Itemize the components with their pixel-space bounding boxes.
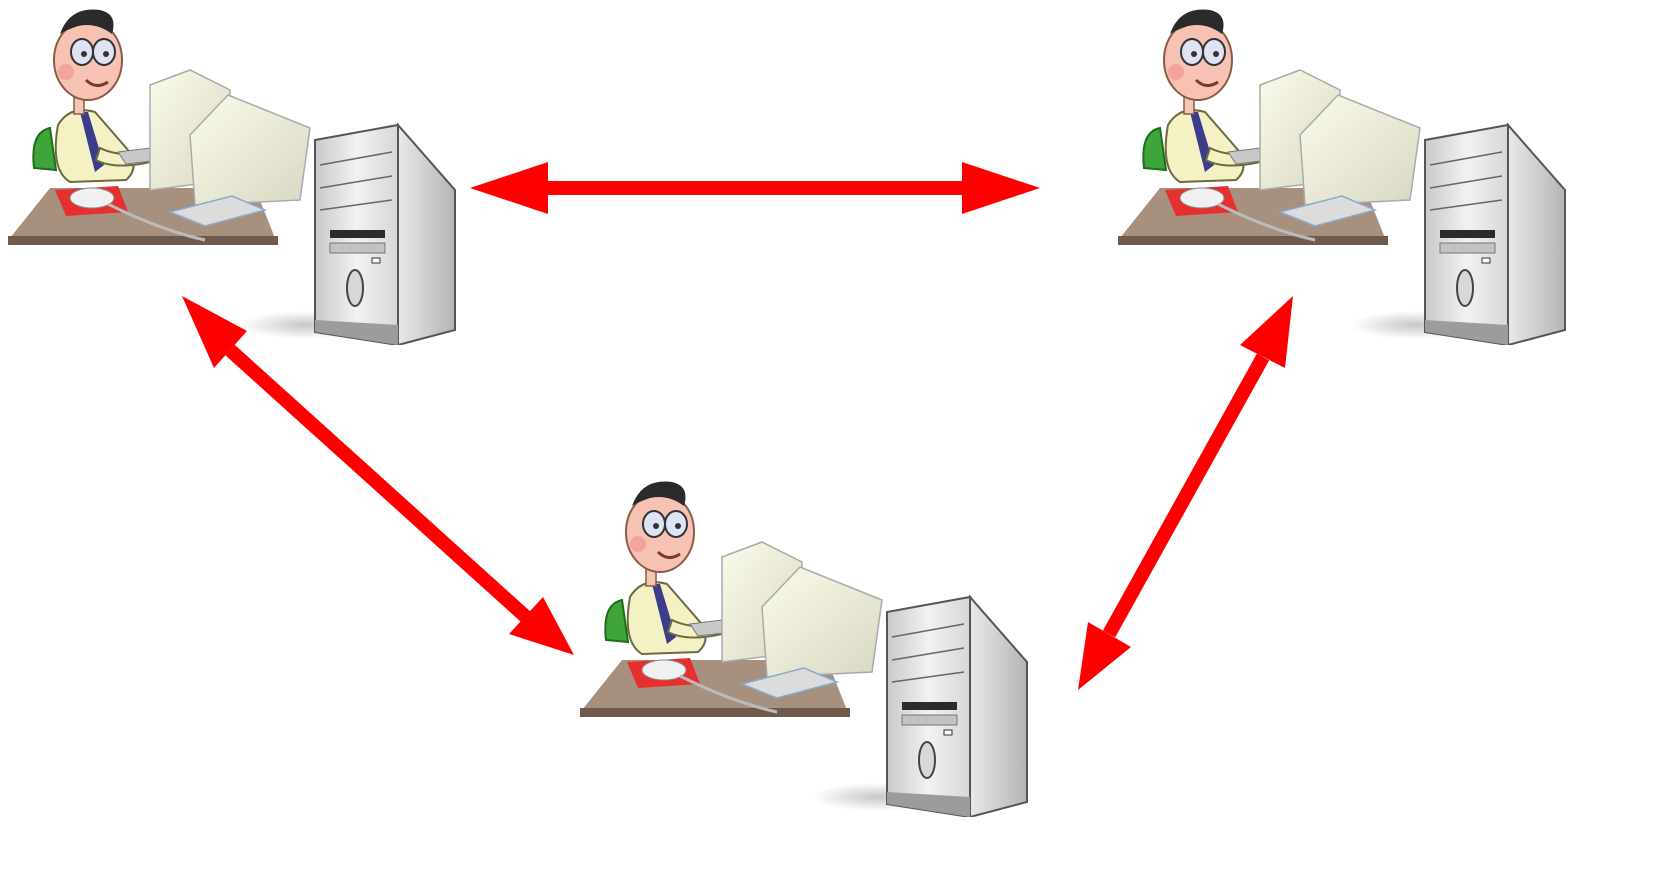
link-left-bottom-arrow-icon [182, 296, 574, 655]
peer-right [1116, 8, 1567, 345]
links [182, 162, 1293, 690]
link-left-right-arrow-icon [470, 162, 1040, 214]
workstation-icon [6, 8, 457, 345]
workstation-icon [1116, 8, 1567, 345]
peer-bottom [578, 480, 1029, 817]
peer-left [6, 8, 457, 345]
workstation-icon [578, 480, 1029, 817]
link-right-bottom-arrow-icon [1078, 296, 1293, 690]
